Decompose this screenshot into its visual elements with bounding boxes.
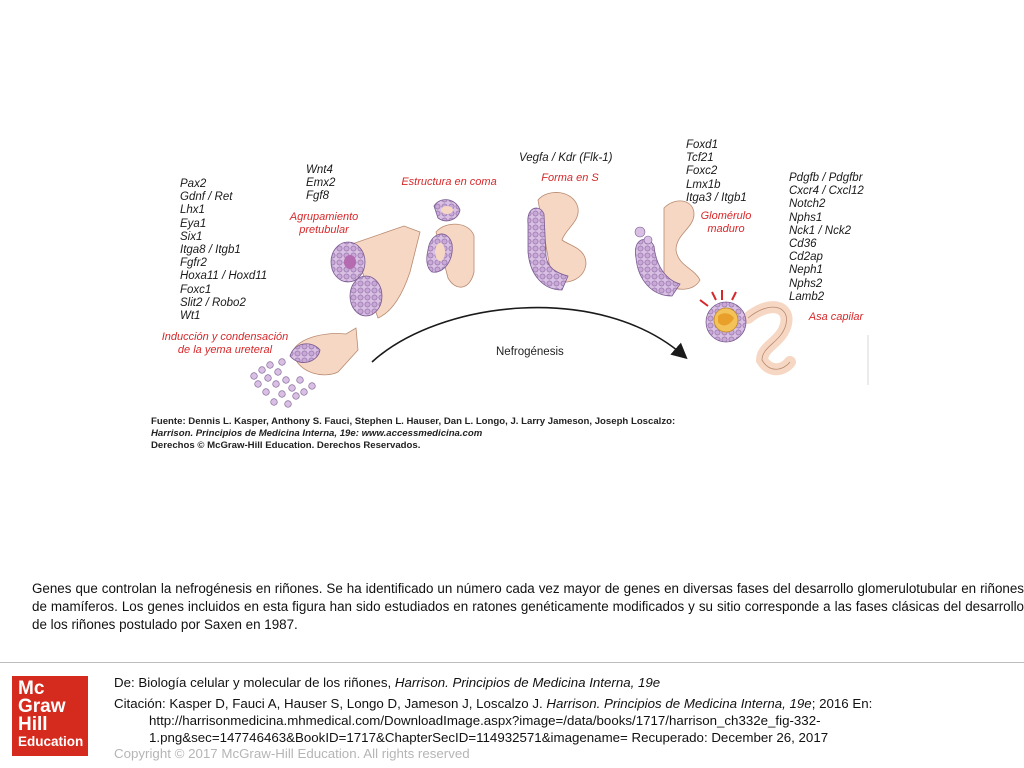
logo-text: Education [18, 734, 84, 749]
from-reference: De: Biología celular y molecular de los … [114, 675, 660, 690]
stage-label-line: de la yema ureteral [177, 344, 273, 356]
stage-coma-drawing [426, 199, 475, 288]
gene: Wt1 [180, 310, 201, 323]
citation-url-line-2: 1.png&sec=147746463&BookID=1717&ChapterS… [149, 730, 829, 745]
gene: Nphs1 [789, 211, 823, 224]
stage-label-line: Agrupamiento [289, 211, 359, 223]
stage-label-agrupamiento: Agrupamiento pretubular [280, 211, 368, 237]
stage-label-forma-s: Forma en S [541, 172, 599, 184]
gene: Foxc2 [686, 165, 718, 178]
gene: Lhx1 [180, 204, 205, 217]
gene: Gdnf / Ret [180, 191, 233, 204]
gene: Cxcr4 / Cxcl12 [789, 185, 864, 198]
figure-source: Fuente: Dennis L. Kasper, Anthony S. Fau… [151, 416, 675, 452]
gene: Hoxa11 / Hoxd11 [180, 270, 268, 283]
gene: Lmx1b [686, 178, 721, 191]
gene: Notch2 [789, 198, 826, 211]
stage-label-coma: Estructura en coma [401, 176, 497, 188]
gene-list-forma-s: Vegfa / Kdr (Flk-1) [519, 152, 613, 165]
citation-book: Harrison. Principios de Medicina Interna… [546, 696, 812, 711]
footer-divider [0, 662, 1024, 663]
logo-text: Mc [18, 678, 45, 699]
nefrogenesis-arrow [371, 306, 688, 363]
mcgraw-hill-logo: Mc Graw Hill Education [12, 676, 88, 756]
gene-list-glomerulo: Foxd1 Tcf21 Foxc2 Lmx1b Itga3 / Itgb1 [686, 139, 747, 205]
stage-glomerulo-drawing [634, 200, 701, 297]
gene: Itga3 / Itgb1 [686, 191, 747, 204]
stage-label-line: maduro [707, 223, 745, 235]
gene: Pax2 [180, 178, 207, 190]
figure-caption: Genes que controlan la nefrogénesis en r… [32, 581, 1024, 632]
source-line: Derechos © McGraw-Hill Education. Derech… [151, 440, 421, 451]
gene: Fgf8 [306, 190, 330, 203]
gene: Cd36 [789, 238, 817, 251]
nefrogenesis-label: Nefrogénesis [496, 346, 564, 358]
gene-list-agrupamiento: Wnt4 Emx2 Fgf8 [306, 164, 335, 204]
citation-year: ; 2016 En: [811, 696, 873, 711]
citation: Citación: Kasper D, Fauci A, Hauser S, L… [114, 696, 872, 711]
stage-label-line: Inducción y condensación [161, 331, 289, 343]
gene: Slit2 / Robo2 [180, 296, 246, 309]
gene: Lamb2 [789, 290, 825, 303]
gene: Six1 [180, 230, 203, 243]
stage-asa-capilar-drawing [699, 290, 796, 376]
gene: Emx2 [306, 177, 336, 190]
gene: Tcf21 [686, 152, 714, 165]
gene: Neph1 [789, 264, 823, 277]
gene-list-induccion: Pax2 Gdnf / Ret Lhx1 Eya1 Six1 Itga8 / I… [180, 178, 267, 323]
copyright-notice: Copyright © 2017 McGraw-Hill Education. … [114, 746, 470, 761]
stage-agrupamiento-drawing [330, 225, 421, 319]
stage-label-asa-capilar: Asa capilar [808, 311, 864, 323]
gene: Foxd1 [686, 139, 718, 151]
logo-text: Hill [18, 714, 48, 735]
stage-label-line: Glomérulo [700, 210, 752, 222]
gene-list-asa-capilar: Pdgfb / Pdgfbr Cxcr4 / Cxcl12 Notch2 Nph… [789, 172, 864, 304]
gene: Vegfa / Kdr (Flk-1) [519, 152, 613, 164]
figure: Pax2 Gdnf / Ret Lhx1 Eya1 Six1 Itga8 / I… [150, 139, 869, 452]
stage-induccion-drawing [250, 327, 359, 408]
gene: Fgfr2 [180, 257, 207, 270]
logo-text: Graw [18, 696, 66, 717]
citation-url-line-1: http://harrisonmedicina.mhmedical.com/Do… [149, 713, 821, 728]
citation-authors: Citación: Kasper D, Fauci A, Hauser S, L… [114, 696, 547, 711]
stage-label-glomerulo: Glomérulo maduro [690, 210, 762, 236]
gene: Eya1 [180, 217, 207, 230]
stage-label-line: pretubular [299, 224, 349, 236]
from-book: Harrison. Principios de Medicina Interna… [394, 675, 661, 690]
source-line: Harrison. Principios de Medicina Interna… [151, 428, 483, 439]
source-line: Fuente: Dennis L. Kasper, Anthony S. Fau… [151, 416, 676, 427]
stage-forma-s-drawing [527, 192, 587, 291]
gene: Nck1 / Nck2 [789, 224, 851, 237]
gene: Pdgfb / Pdgfbr [789, 172, 863, 184]
stage-label-induccion: Inducción y condensación de la yema uret… [150, 331, 300, 357]
gene: Wnt4 [306, 164, 333, 176]
nephrogenesis-illustration [250, 192, 869, 408]
from-chapter: Biología celular y molecular de los riño… [138, 675, 395, 690]
gene: Itga8 / Itgb1 [180, 244, 241, 257]
gene: Cd2ap [789, 251, 823, 264]
from-prefix: De: [114, 675, 139, 690]
gene: Nphs2 [789, 277, 823, 290]
gene: Foxc1 [180, 283, 212, 296]
